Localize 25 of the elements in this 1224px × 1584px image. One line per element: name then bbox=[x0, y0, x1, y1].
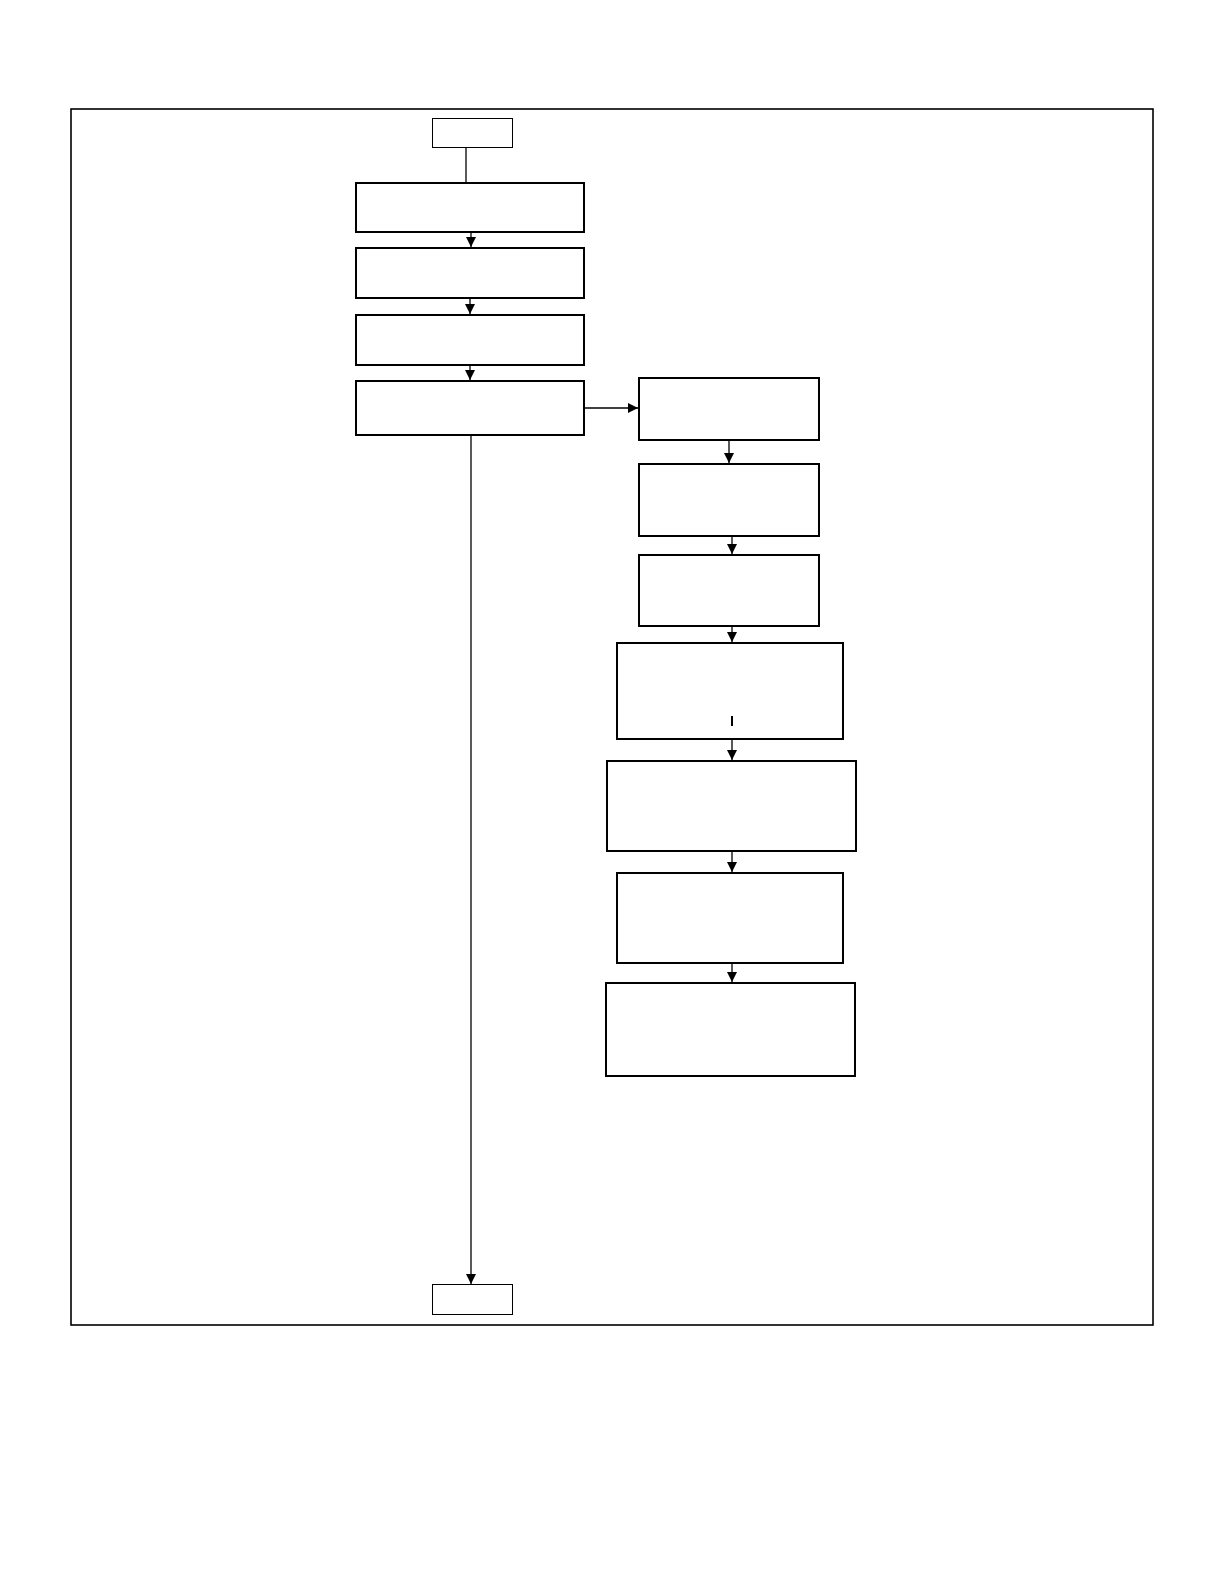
process-box bbox=[355, 314, 585, 366]
arrow bbox=[466, 435, 476, 1285]
terminal-box bbox=[432, 1284, 513, 1315]
process-box bbox=[355, 380, 585, 436]
arrow bbox=[466, 232, 476, 248]
arrow bbox=[465, 365, 475, 381]
arrow bbox=[727, 626, 737, 643]
process-box bbox=[606, 760, 857, 852]
process-box bbox=[605, 982, 856, 1077]
arrow bbox=[724, 440, 734, 464]
arrow bbox=[584, 403, 639, 413]
arrow bbox=[727, 851, 737, 873]
process-box bbox=[616, 642, 844, 740]
connector-line bbox=[465, 147, 467, 183]
process-box bbox=[616, 872, 844, 964]
process-box bbox=[355, 182, 585, 233]
process-box bbox=[638, 554, 820, 627]
arrow bbox=[465, 298, 475, 315]
arrow bbox=[727, 739, 737, 761]
process-box bbox=[638, 377, 820, 441]
arrow bbox=[727, 536, 737, 555]
terminal-box bbox=[432, 118, 513, 148]
arrow bbox=[727, 963, 737, 983]
process-box bbox=[355, 247, 585, 299]
process-box bbox=[638, 463, 820, 537]
